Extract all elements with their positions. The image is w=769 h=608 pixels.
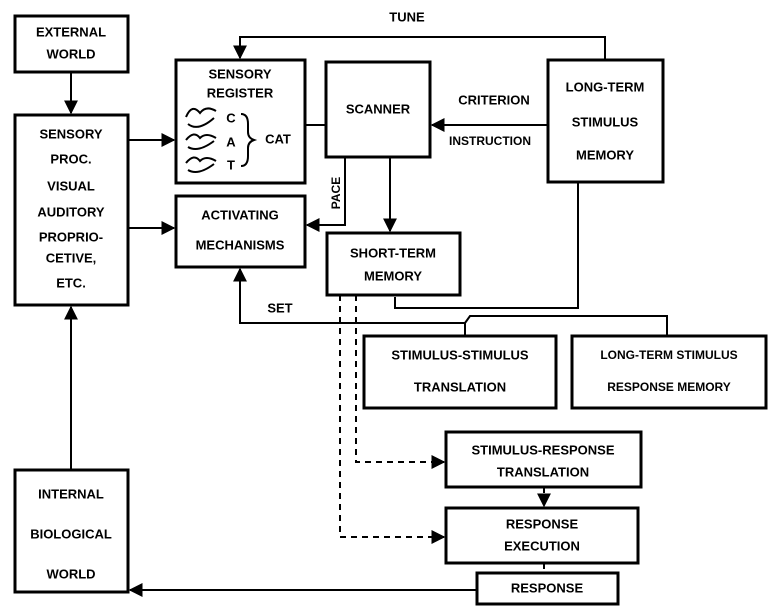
ltsr-memory-label-2: RESPONSE MEMORY xyxy=(607,380,731,394)
arrow-tune xyxy=(240,37,605,60)
sensory-proc-label-6: CETIVE, xyxy=(46,250,97,265)
sensory-proc-label-4: AUDITORY xyxy=(37,204,105,219)
short-term-memory-label-2: MEMORY xyxy=(364,268,422,283)
long-term-sr-memory-box: LONG-TERM STIMULUS RESPONSE MEMORY xyxy=(572,336,766,408)
stimulus-stimulus-translation-box: STIMULUS-STIMULUS TRANSLATION xyxy=(364,336,556,408)
sensory-proc-label-2: PROC. xyxy=(50,151,91,166)
register-letter-t: T xyxy=(227,157,235,172)
register-word-cat: CAT xyxy=(265,131,291,146)
short-term-memory-label-1: SHORT-TERM xyxy=(350,245,436,260)
register-letter-a: A xyxy=(226,134,236,149)
sensory-proc-label-1: SENSORY xyxy=(39,126,102,141)
sensory-proc-label-5: PROPRIO- xyxy=(39,229,103,244)
set-label: SET xyxy=(267,300,292,315)
sensory-register-label-1: SENSORY xyxy=(208,66,271,81)
external-world-label-1: EXTERNAL xyxy=(36,24,106,39)
sensory-processing-box: SENSORY PROC. VISUAL AUDITORY PROPRIO- C… xyxy=(15,115,128,305)
sensory-register-label-2: REGISTER xyxy=(207,85,274,100)
external-world-label-2: WORLD xyxy=(46,46,95,61)
external-world-box: EXTERNAL WORLD xyxy=(15,16,128,72)
short-term-memory-box: SHORT-TERM MEMORY xyxy=(327,233,460,295)
ltsr-memory-label-1: LONG-TERM STIMULUS xyxy=(600,348,737,362)
internal-world-label-3: WORLD xyxy=(46,566,95,581)
long-term-stimulus-memory-box: LONG-TERM STIMULUS MEMORY xyxy=(548,60,663,182)
criterion-label: CRITERION xyxy=(458,92,530,107)
ltsm-label-1: LONG-TERM xyxy=(566,79,645,94)
sensory-proc-label-7: ETC. xyxy=(56,275,86,290)
internal-world-label-1: INTERNAL xyxy=(38,486,104,501)
sensory-register-box: SENSORY REGISTER C A T CAT xyxy=(176,60,305,183)
response-execution-label-2: EXECUTION xyxy=(504,538,580,553)
response-execution-label-1: RESPONSE xyxy=(506,516,579,531)
stimulus-response-translation-box: STIMULUS-RESPONSE TRANSLATION xyxy=(446,432,641,487)
line-set-branches xyxy=(465,316,667,336)
register-letter-c: C xyxy=(226,110,236,125)
scanner-label: SCANNER xyxy=(346,101,411,116)
internal-world-label-2: BIOLOGICAL xyxy=(30,526,112,541)
response-box: RESPONSE xyxy=(477,573,618,604)
pace-label: PACE xyxy=(329,177,343,209)
response-execution-box: RESPONSE EXECUTION xyxy=(446,508,638,563)
ltsm-label-2: STIMULUS xyxy=(572,114,639,129)
activating-label-1: ACTIVATING xyxy=(201,207,279,222)
tune-label: TUNE xyxy=(389,9,425,24)
ss-translation-label-1: STIMULUS-STIMULUS xyxy=(391,347,529,362)
ltsm-label-3: MEMORY xyxy=(576,147,634,162)
activating-mechanisms-box: ACTIVATING MECHANISMS xyxy=(176,196,305,267)
ss-translation-label-2: TRANSLATION xyxy=(414,379,506,394)
response-label: RESPONSE xyxy=(511,580,584,595)
sensory-proc-label-3: VISUAL xyxy=(47,178,95,193)
sr-translation-label-2: TRANSLATION xyxy=(497,464,589,479)
sr-translation-label-1: STIMULUS-RESPONSE xyxy=(471,442,614,457)
scanner-box: SCANNER xyxy=(326,62,430,157)
internal-world-box: INTERNAL BIOLOGICAL WORLD xyxy=(15,470,128,592)
instruction-label: INSTRUCTION xyxy=(449,134,531,148)
activating-label-2: MECHANISMS xyxy=(196,237,285,252)
